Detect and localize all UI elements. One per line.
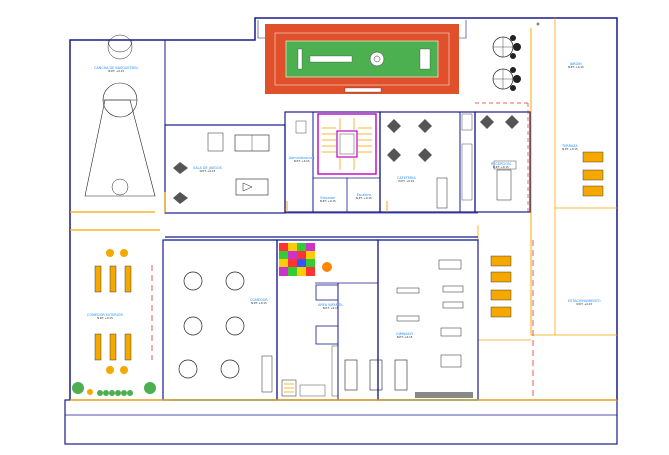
room-level: N.P.T. +0.15 [562, 148, 578, 151]
room-title: RECEPCION [491, 162, 511, 166]
gym [344, 239, 479, 401]
room-level: N.P.T. +0.15 [356, 197, 372, 200]
room-level: N.P.T. +0.15 [576, 303, 593, 306]
room-level: N.P.T. +0.15 [568, 66, 584, 69]
room-level: N.P.T. +0.15 [320, 200, 336, 203]
room-level: N.P.T. +0.15 [396, 336, 413, 339]
room-title: ESTACIONAMIENTO [568, 299, 601, 303]
room-label-dining: COMEDOR N.P.T. +0.15 [250, 298, 268, 306]
room-level: N.P.T. +0.15 [108, 70, 124, 73]
site-boundary [69, 17, 618, 400]
cafeteria [379, 111, 476, 213]
room-level: N.P.T. +0.15 [199, 170, 216, 173]
room-label-gym: GIMNASIO N.P.T. +0.15 [396, 332, 413, 340]
room-title: CANCHA DE BASQUETBOL [94, 66, 139, 70]
room-label-stairs: Escalera N.P.T. +0.15 [356, 193, 372, 201]
dining-hall [162, 239, 278, 401]
room-label-outdoor-dining: COMEDOR EXTERIOR N.P.T. +0.15 [87, 313, 123, 321]
room-title: COMEDOR EXTERIOR [87, 313, 123, 317]
room-level: N.P.T. +0.15 [493, 166, 509, 169]
basketball-court [70, 34, 166, 213]
room-title: JARDIN [569, 62, 582, 66]
room-level: N.P.T. +0.15 [293, 160, 310, 163]
shrubs [72, 382, 156, 396]
room-label-admin: Administracion N.P.T. +0.15 [289, 156, 314, 164]
room-label-parking: ESTACIONAMIENTO N.P.T. +0.15 [568, 299, 601, 307]
room-label-games: SALA DE JUEGOS N.P.T. +0.15 [193, 166, 222, 174]
room-level: N.P.T. +0.15 [97, 317, 113, 320]
garden-tables [490, 151, 604, 318]
room-title: Escalera [356, 193, 371, 197]
room-level: N.P.T. +0.15 [322, 307, 339, 310]
umbrella-tables [492, 35, 521, 91]
room-label-elevator: Elevador N.P.T. +0.15 [320, 196, 336, 204]
room-title: GIMNASIO [396, 332, 414, 336]
room-title: Elevador [320, 196, 336, 200]
room-title: CAFETERIA [397, 176, 416, 180]
room-title: TERRAZA [562, 144, 578, 148]
stairs [317, 113, 377, 175]
room-label-reception: RECEPCION N.P.T. +0.15 [491, 162, 511, 170]
kids-area [276, 239, 379, 401]
outdoor-dining [70, 229, 160, 374]
room-label-garden: JARDIN N.P.T. +0.15 [568, 62, 584, 70]
core-block [284, 111, 381, 213]
room-label-cafe: CAFETERIA N.P.T. +0.15 [397, 176, 416, 184]
room-title: COMEDOR [250, 298, 268, 302]
street-strip [64, 399, 618, 445]
room-label-terrace: TERRAZA N.P.T. +0.15 [562, 144, 578, 152]
room-label-basketball: CANCHA DE BASQUETBOL N.P.T. +0.15 [94, 66, 138, 74]
room-title: SALA DE JUEGOS [193, 166, 222, 170]
reception [474, 102, 531, 213]
room-title: AREA INFANTIL [318, 303, 344, 307]
room-label-kids: AREA INFANTIL N.P.T. +0.15 [318, 303, 343, 311]
room-title: Administracion [289, 156, 315, 160]
treadmill [344, 359, 358, 391]
games-room [164, 124, 286, 214]
room-level: N.P.T. +0.15 [251, 302, 267, 305]
room-level: N.P.T. +0.15 [398, 180, 415, 183]
